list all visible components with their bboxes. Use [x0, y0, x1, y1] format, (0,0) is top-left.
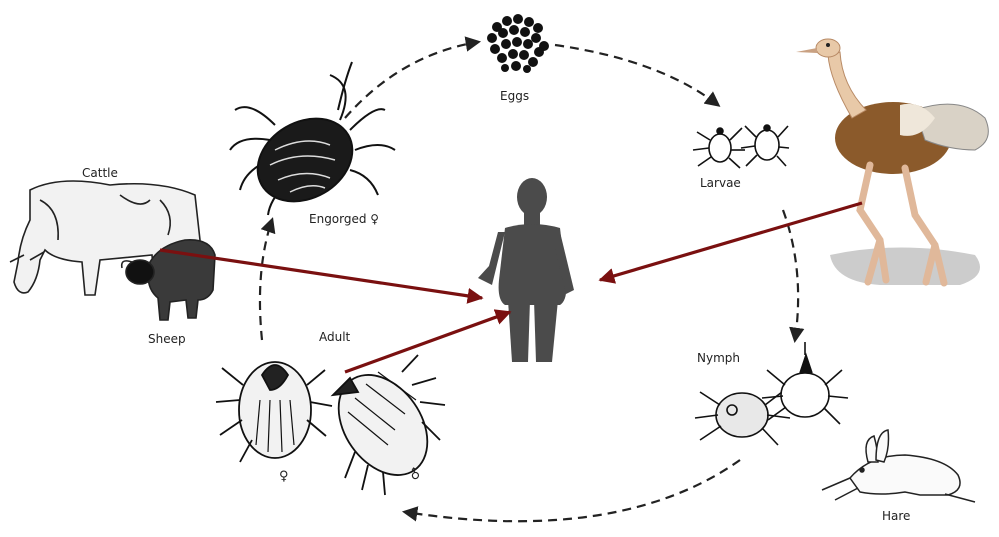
larvae-label: Larvae [700, 177, 741, 189]
arrow-adult-tick-to-human [345, 312, 510, 372]
cycle-arrow-larvae-to-nymph [783, 210, 798, 340]
cycle-arrow-eggs-to-larvae [555, 45, 718, 105]
hare-icon [822, 430, 975, 502]
engorged-female-label: Engorged ♀ [309, 213, 379, 225]
cycle-arrow-nymph-to-adult [405, 460, 740, 521]
arrow-ostrich-to-human [600, 203, 862, 280]
cattle-label: Cattle [82, 167, 118, 179]
larvae-icon [693, 125, 789, 168]
hare-label: Hare [882, 510, 910, 522]
ostrich-icon [796, 39, 988, 285]
human-silhouette-icon [478, 178, 574, 362]
adult-label: Adult [319, 331, 350, 343]
eggs-label: Eggs [500, 90, 529, 102]
sheep-label: Sheep [148, 333, 186, 345]
female-symbol: ♀ [279, 470, 289, 483]
cycle-arrow-adult-to-engorged [260, 220, 272, 340]
cycle-arrow-engorged-to-eggs [345, 42, 478, 118]
engorged-tick-icon [230, 62, 395, 218]
eggs-cluster-icon [487, 14, 549, 73]
nymph-label: Nymph [697, 352, 740, 364]
